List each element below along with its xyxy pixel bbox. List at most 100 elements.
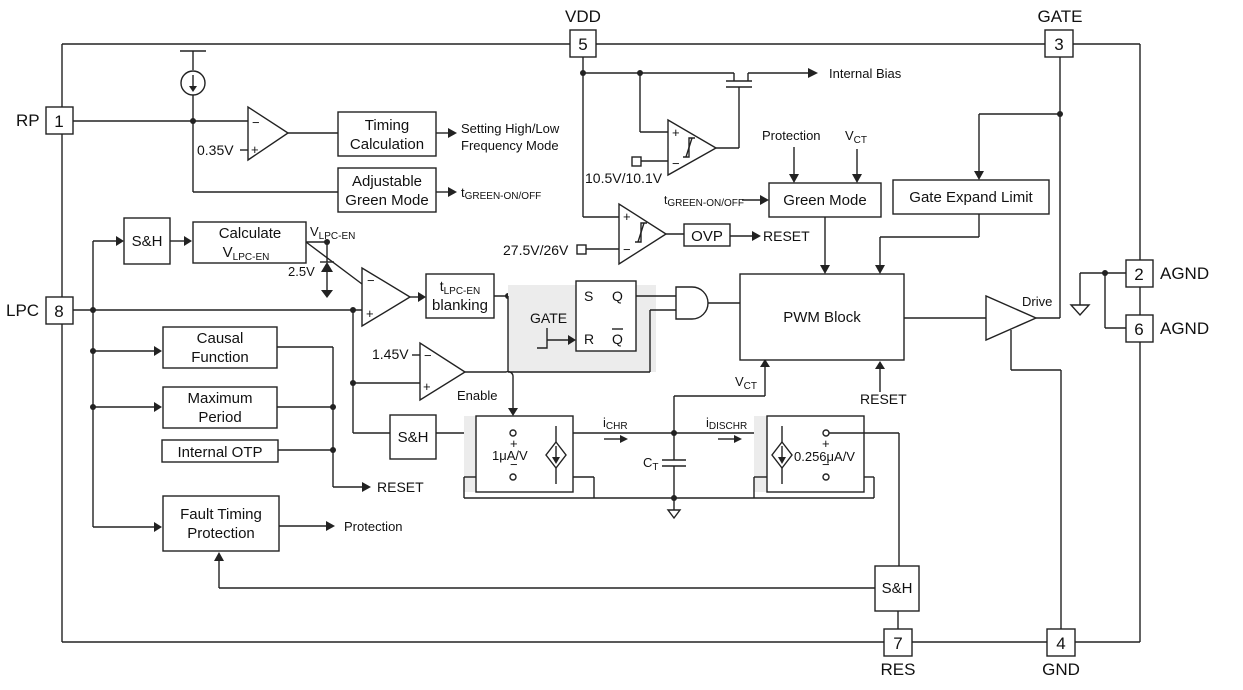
vct-label-top: VCT	[845, 128, 867, 146]
internal-otp-block: Internal OTP	[161, 439, 279, 463]
reset-label-left: RESET	[377, 479, 424, 495]
pin-lpc: LPC 8	[6, 296, 74, 325]
pin-lpc-name: LPC	[6, 301, 39, 320]
pwm-label: PWM Block	[783, 309, 861, 326]
svg-text:+: +	[822, 436, 830, 451]
blanking-label: blanking	[432, 297, 488, 314]
reset-label-ovp: RESET	[763, 228, 810, 244]
pin-gate: GATE 3	[1037, 7, 1083, 58]
gate-input-label: GATE	[530, 310, 567, 326]
pin-agnd-6-name: AGND	[1160, 319, 1209, 338]
sample-hold-3-label: S&H	[882, 580, 913, 597]
reset-label-pwm: RESET	[860, 391, 907, 407]
ovp-block: OVP	[683, 223, 731, 247]
gm-discharge-source: + − 0.256μA/V	[766, 415, 865, 493]
ref-1-45v-label: 1.45V	[372, 346, 409, 362]
protection-input-label: Protection	[762, 128, 821, 143]
pin-rp: RP 1	[16, 106, 74, 135]
tgreen-label-2: tGREEN-ON/OFF	[664, 193, 744, 209]
internal-otp-label: Internal OTP	[177, 444, 262, 461]
uvlo-comparator	[667, 118, 718, 177]
pwm-block: PWM Block	[739, 273, 905, 361]
ref-0-35v-label: 0.35V	[197, 142, 234, 158]
sample-hold-1-label: S&H	[132, 233, 163, 250]
pin-agnd-2-number: 2	[1134, 265, 1143, 284]
rp-section: − + 0.35V	[73, 50, 346, 197]
timing-calculation-line2: Calculation	[350, 136, 424, 153]
and-gate	[675, 286, 709, 320]
vdd-wiring	[580, 57, 734, 218]
ovp-ref-label: 27.5V/26V	[503, 242, 569, 258]
max-period-line2: Period	[198, 409, 241, 426]
svg-text:+: +	[366, 306, 374, 321]
calculate-vlpc-block: Calculate VLPC-EN	[192, 221, 307, 264]
gate-expand-limit-block: Gate Expand Limit	[892, 179, 1050, 215]
causal-function-block: Causal Function	[162, 326, 278, 369]
pin-res-name: RES	[881, 660, 916, 679]
sr-latch: S Q R Q	[575, 280, 637, 352]
calculate-vlpc-line2: VLPC-EN	[223, 244, 270, 263]
pin-res: 7 RES	[881, 628, 916, 679]
pin-agnd-6-number: 6	[1134, 320, 1143, 339]
sample-hold-2-label: S&H	[398, 429, 429, 446]
fault-timing-block: Fault Timing Protection	[162, 495, 280, 552]
causal-line1: Causal	[197, 330, 244, 347]
latch-qbar: Q	[612, 331, 623, 347]
setting-mode-line2: Frequency Mode	[461, 138, 559, 153]
pin-vdd-name: VDD	[565, 7, 601, 26]
sample-hold-block-1: S&H	[123, 217, 171, 265]
sample-hold-block-2: S&H	[389, 414, 437, 460]
vct-label-bottom: VCT	[735, 374, 757, 392]
ovp-comparator	[618, 202, 668, 266]
rp-comparator	[247, 105, 290, 162]
gm1-label: 1μA/V	[492, 448, 528, 463]
fault-line1: Fault Timing	[180, 506, 262, 523]
latch-q: Q	[612, 288, 623, 304]
bias-mosfet	[716, 68, 818, 149]
gate-expand-label: Gate Expand Limit	[909, 189, 1033, 206]
svg-text:+: +	[623, 209, 631, 224]
internal-bias-label: Internal Bias	[829, 66, 902, 81]
setting-mode-line1: Setting High/Low	[461, 121, 560, 136]
idischr-label: iDISCHR	[706, 415, 747, 432]
chip-outline	[61, 43, 1141, 643]
ref-2-5v-label: 2.5V	[288, 264, 315, 279]
fault-line2: Protection	[187, 525, 255, 542]
svg-text:−: −	[822, 457, 830, 472]
pin-vdd-number: 5	[578, 35, 587, 54]
adjustable-green-mode-block: Adjustable Green Mode	[337, 167, 437, 213]
ichr-label: iCHR	[603, 415, 628, 432]
svg-text:+: +	[672, 125, 680, 140]
green-mode-label: Green Mode	[783, 192, 866, 209]
vdd-hyst-label: 10.5V/10.1V	[585, 170, 663, 186]
causal-line2: Function	[191, 349, 249, 366]
vlpc-en-label: VLPC-EN	[310, 224, 355, 242]
pin-vdd: VDD 5	[565, 7, 601, 58]
timing-calculation-block: Timing Calculation	[337, 111, 437, 157]
pin-agnd-2-name: AGND	[1160, 264, 1209, 283]
tgreen-label-1: tGREEN-ON/OFF	[461, 185, 541, 202]
pin-gnd: 4 GND	[1042, 628, 1080, 679]
svg-text:−: −	[367, 273, 375, 288]
lpc-comparator	[361, 266, 412, 328]
pin-gate-name: GATE	[1037, 7, 1082, 26]
adjustable-green-line2: Green Mode	[345, 192, 428, 209]
pin-rp-number: 1	[54, 112, 63, 131]
ct-label: CT	[643, 455, 659, 473]
latch-r: R	[584, 331, 594, 347]
gate-driver	[985, 294, 1038, 342]
pin-lpc-number: 8	[54, 302, 63, 321]
svg-text:+: +	[251, 142, 259, 157]
svg-text:−: −	[252, 115, 260, 130]
drive-label: Drive	[1022, 294, 1052, 309]
calculate-vlpc-line1: Calculate	[219, 225, 282, 242]
agnd-wiring	[1069, 270, 1126, 329]
sample-hold-block-3: S&H	[874, 565, 920, 612]
maximum-period-block: Maximum Period	[162, 386, 278, 429]
blanking-tlpc: tLPC-EN	[440, 278, 481, 297]
adjustable-green-line1: Adjustable	[352, 173, 422, 190]
svg-text:+: +	[423, 379, 431, 394]
pin-gate-number: 3	[1054, 35, 1063, 54]
protection-output-label: Protection	[344, 519, 403, 534]
latch-s: S	[584, 288, 593, 304]
